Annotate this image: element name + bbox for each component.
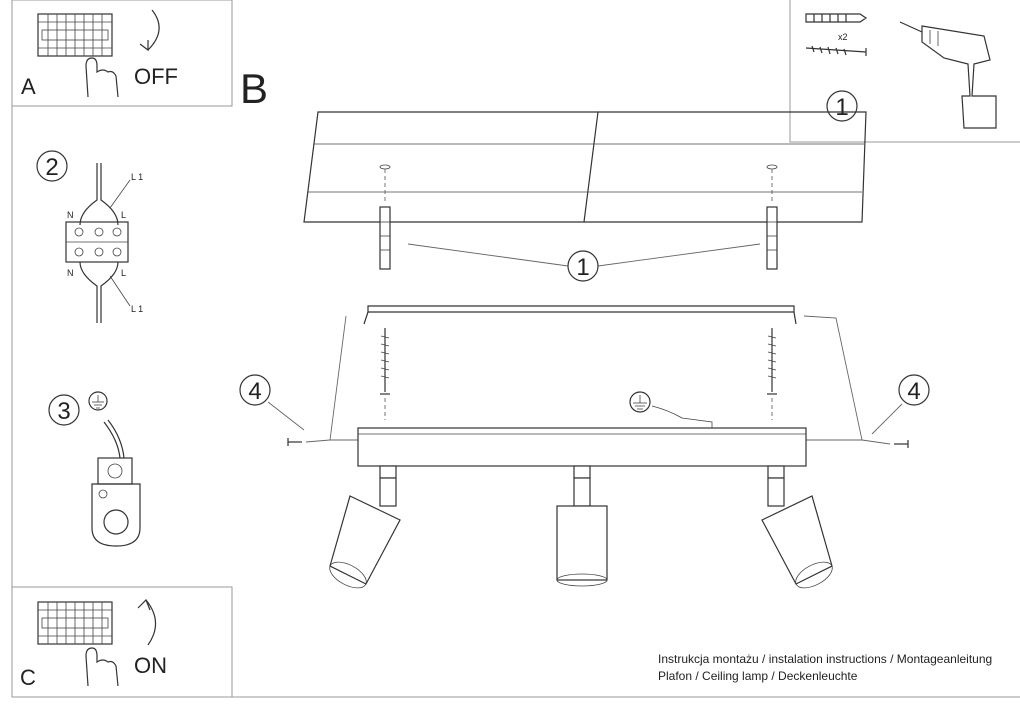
- hardware-panel: x2 1: [805, 13, 997, 129]
- step-2-number: 2: [45, 154, 58, 181]
- ceiling-slab: [303, 111, 867, 223]
- screw-left: [380, 328, 390, 395]
- spotlight-center: [556, 465, 608, 587]
- footer-line-1: Instrukcja montażu / instalation instruc…: [658, 652, 992, 666]
- anchor-callout-number: 1: [576, 254, 589, 281]
- hand-icon: [85, 57, 119, 98]
- spotlight-left: [329, 465, 401, 589]
- wire-label-l-bottom: L: [121, 268, 126, 278]
- spotlight-right: [761, 465, 833, 589]
- wall-plug-icon: [805, 13, 868, 23]
- hand-icon: [85, 647, 119, 687]
- drill-icon: [899, 21, 997, 129]
- ground-symbol-icon: [629, 391, 651, 413]
- ground-symbol-icon: [88, 391, 108, 411]
- footer-line-2: Plafon / Ceiling lamp / Deckenleuchte: [658, 669, 858, 683]
- step-3-number: 3: [57, 398, 70, 425]
- ground-connection: 3: [48, 391, 141, 547]
- step-1-number: 1: [835, 94, 848, 121]
- wire-label-l1-bottom: L 1: [131, 304, 143, 314]
- arrow-up-icon: [137, 598, 157, 646]
- panel-b-letter: B: [240, 65, 268, 112]
- wire-label-l1-top: L 1: [131, 172, 143, 182]
- panel-frames: [11, 0, 1020, 698]
- wall-plug-left: [379, 206, 391, 270]
- wiring-diagram: 2 L 1 N L N L L 1: [36, 150, 143, 323]
- wire-label-n-top: N: [67, 210, 74, 220]
- off-label: OFF: [134, 64, 178, 89]
- wire-label-n-bottom: N: [67, 268, 74, 278]
- panel-c-letter: C: [20, 665, 36, 690]
- breaker-switch-icon: [37, 13, 113, 57]
- screw-right: [767, 328, 777, 395]
- wire-label-l-top: L: [121, 210, 126, 220]
- screw-icon: [805, 45, 867, 56]
- arrow-down-icon: [139, 9, 160, 52]
- panel-a-letter: A: [21, 74, 36, 99]
- side-screw-right: [861, 439, 909, 448]
- hardware-quantity: x2: [838, 32, 848, 42]
- panel-b: B 1: [239, 65, 930, 589]
- breaker-switch-icon: [37, 601, 113, 645]
- side-screw-right-number: 4: [907, 378, 920, 405]
- side-screw-left: [287, 438, 331, 446]
- panel-c: C ON: [20, 598, 167, 690]
- panel-a: A OFF: [21, 9, 178, 99]
- mounting-bracket: [367, 305, 795, 313]
- side-screw-left-number: 4: [248, 378, 261, 405]
- on-label: ON: [134, 653, 167, 678]
- wall-plug-right: [766, 206, 778, 270]
